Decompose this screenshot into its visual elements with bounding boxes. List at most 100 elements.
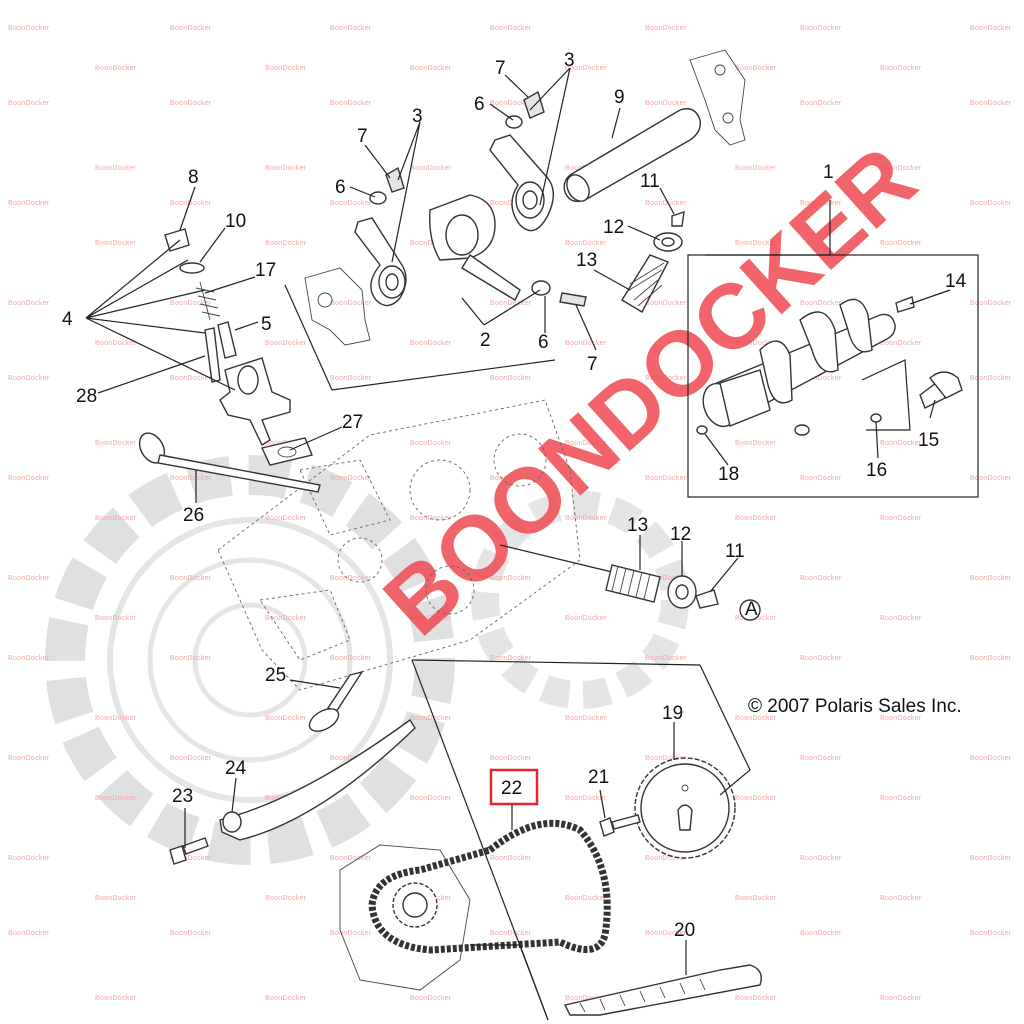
- callout-22: 22: [501, 778, 522, 799]
- watermark-text: BoonDocker: [735, 515, 777, 522]
- watermark-text: BoonDocker: [95, 715, 137, 722]
- watermark-text: BoonDocker: [330, 100, 372, 107]
- watermark-text: BoonDocker: [330, 855, 372, 862]
- watermark-text: BoonDocker: [880, 340, 922, 347]
- callout-18: 18: [718, 464, 739, 485]
- watermark-text: BoonDocker: [645, 855, 687, 862]
- watermark-text: BoonDocker: [645, 755, 687, 762]
- watermark-text: BoonDocker: [410, 240, 452, 247]
- watermark-text: BoonDocker: [330, 375, 372, 382]
- watermark-text: BoonDocker: [565, 240, 607, 247]
- watermark-text: BoonDocker: [95, 995, 137, 1002]
- watermark-text: BoonDocker: [565, 895, 607, 902]
- watermark-text: BoonDocker: [410, 340, 452, 347]
- watermark-text: BoonDocker: [565, 795, 607, 802]
- watermark-text: BoonDocker: [565, 615, 607, 622]
- watermark-text: BoonDocker: [330, 475, 372, 482]
- watermark-text: BoonDocker: [800, 475, 842, 482]
- callout-14: 14: [945, 271, 967, 292]
- watermark-text: BoonDocker: [170, 655, 212, 662]
- watermark-text: BoonDocker: [490, 855, 532, 862]
- callout-13: 13: [576, 250, 597, 271]
- watermark-text: BoonDocker: [8, 375, 50, 382]
- watermark-text: BoonDocker: [265, 515, 307, 522]
- watermark-text: BoonDocker: [645, 930, 687, 937]
- watermark-text: BoonDocker: [490, 25, 532, 32]
- callout-19: 19: [662, 703, 683, 724]
- callout-23: 23: [172, 786, 193, 807]
- intake-valve: [138, 432, 321, 493]
- tensioner-assembly: [164, 228, 313, 466]
- watermark-text: BoonDocker: [8, 475, 50, 482]
- callout-13: 13: [627, 515, 648, 536]
- watermark-text: BoonDocker: [735, 240, 777, 247]
- watermark-text: BoonDocker: [95, 65, 137, 72]
- watermark-text: BoonDocker: [880, 440, 922, 447]
- watermark-text: BoonDocker: [95, 240, 137, 247]
- watermark-text: BoonDocker: [880, 895, 922, 902]
- watermark-text: BoonDocker: [800, 575, 842, 582]
- watermark-text: BoonDocker: [330, 200, 372, 207]
- watermark-text: BoonDocker: [880, 65, 922, 72]
- callout-6: 6: [335, 177, 346, 198]
- detail-a-label: A: [745, 599, 758, 620]
- watermark-text: BoonDocker: [95, 515, 137, 522]
- watermark-text: BoonDocker: [880, 995, 922, 1002]
- watermark-text: BoonDocker: [800, 200, 842, 207]
- valve-spring-top: [621, 254, 669, 313]
- watermark-text: BoonDocker: [970, 25, 1012, 32]
- watermark-text: BoonDocker: [880, 795, 922, 802]
- watermark-text: BoonDocker: [170, 200, 212, 207]
- watermark-text: BoonDocker: [490, 575, 532, 582]
- watermark-text: BoonDocker: [565, 715, 607, 722]
- highlight-box-part-22: [489, 768, 539, 806]
- rocker-arm-lower: [429, 194, 551, 301]
- watermark-text: BoonDocker: [170, 930, 212, 937]
- watermark-text: BoonDocker: [265, 65, 307, 72]
- cam-sprocket: [634, 757, 736, 859]
- watermark-text: BoonDocker: [645, 25, 687, 32]
- callout-27: 27: [342, 412, 363, 433]
- watermark-text: BoonDocker: [800, 855, 842, 862]
- watermark-text: BoonDocker: [735, 340, 777, 347]
- callout-7: 7: [357, 126, 368, 147]
- watermark-text: BoonDocker: [490, 300, 532, 307]
- rocker-shaft: [563, 108, 701, 203]
- watermark-text: BoonDocker: [490, 755, 532, 762]
- watermark-text: BoonDocker: [735, 165, 777, 172]
- watermark-text: BoonDocker: [970, 300, 1012, 307]
- watermark-text: BoonDocker: [265, 165, 307, 172]
- watermark-text: BoonDocker: [800, 655, 842, 662]
- watermark-text: BoonDocker: [95, 165, 137, 172]
- callout-12: 12: [670, 524, 691, 545]
- callout-11: 11: [640, 171, 660, 192]
- callout-9: 9: [614, 87, 625, 108]
- watermark-text: BoonDocker: [735, 715, 777, 722]
- watermark-text: BoonDocker: [970, 100, 1012, 107]
- watermark-text: BoonDocker: [265, 615, 307, 622]
- watermark-text: BoonDocker: [410, 165, 452, 172]
- watermark-text: BoonDocker: [490, 930, 532, 937]
- watermark-text: BoonDocker: [410, 65, 452, 72]
- callout-7: 7: [495, 58, 506, 79]
- callout-8: 8: [188, 167, 199, 188]
- callout-12: 12: [603, 217, 624, 238]
- watermark-text: BoonDocker: [330, 655, 372, 662]
- watermark-text: BoonDocker: [170, 475, 212, 482]
- callout-26: 26: [183, 505, 204, 526]
- leader-lines: [85, 67, 951, 975]
- watermark-text: BoonDocker: [565, 340, 607, 347]
- callout-6: 6: [538, 332, 549, 353]
- watermark-text: BoonDocker: [800, 755, 842, 762]
- callout-10: 10: [225, 211, 246, 232]
- watermark-text: BoonDocker: [410, 615, 452, 622]
- watermark-text: BoonDocker: [265, 715, 307, 722]
- watermark-text: BoonDocker: [880, 515, 922, 522]
- watermark-text: BoonDocker: [170, 755, 212, 762]
- watermark-text: BoonDocker: [265, 340, 307, 347]
- callout-2: 2: [480, 330, 491, 351]
- watermark-text: BoonDocker: [880, 715, 922, 722]
- exhaust-valve: [308, 670, 364, 732]
- watermark-text: BoonDocker: [170, 25, 212, 32]
